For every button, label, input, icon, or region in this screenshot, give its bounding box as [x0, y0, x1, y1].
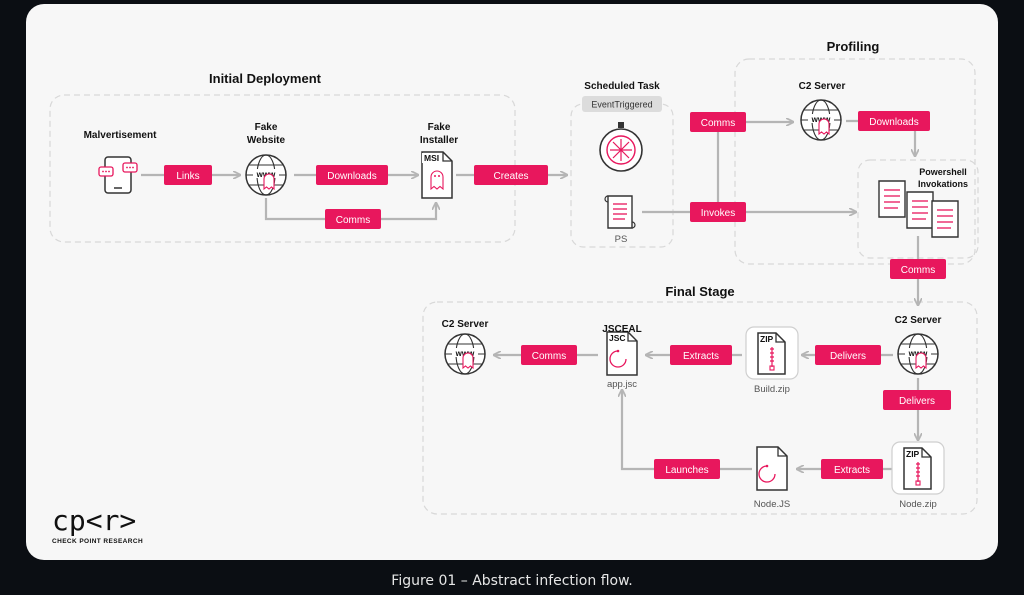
final-stage-frame [422, 301, 978, 515]
zip-file-icon: ZIP [891, 441, 945, 495]
node-label-c2-left: C2 Server [442, 319, 489, 330]
node-label-powershell-line2: Invokations [918, 179, 968, 189]
figure-card [26, 4, 998, 560]
section-title-initial: Initial Deployment [209, 71, 322, 86]
edge-label-extracts-1: Extracts [683, 351, 719, 362]
jsc-file-icon: JSC [606, 331, 638, 376]
zip-label: ZIP [760, 334, 774, 344]
node-label-powershell-line1: Powershell [919, 167, 967, 177]
msi-label: MSI [424, 153, 439, 163]
globe-www-icon: www [897, 333, 939, 375]
node-label-fake-website-line2: Website [247, 135, 286, 146]
edge-label-comms-2: Comms [701, 118, 735, 129]
node-label-scheduled-task: Scheduled Task [584, 81, 660, 92]
edge-label-comms-1: Comms [336, 215, 370, 226]
node-label-c2-final: C2 Server [895, 315, 942, 326]
edge-label-delivers-2: Delivers [899, 396, 935, 407]
node-label-c2-profiling: C2 Server [799, 81, 846, 92]
edge-label-invokes: Invokes [701, 208, 735, 219]
node-label-jsceal: JSCEAL [602, 324, 641, 335]
edge-label-downloads-1: Downloads [327, 171, 376, 182]
logo-text: cp<r> [52, 504, 136, 537]
edge-label-extracts-2: Extracts [834, 465, 870, 476]
script-scroll-icon [604, 195, 636, 229]
edge-label-links: Links [176, 171, 199, 182]
node-label-build-zip: Build.zip [754, 384, 790, 395]
phone-ad-icon [98, 156, 138, 194]
powershell-scroll-icon [906, 191, 934, 229]
event-triggered-pill [582, 96, 662, 112]
globe-www-icon: www [444, 333, 486, 375]
node-label-fake-installer-line2: Installer [420, 135, 458, 146]
figure-caption: Figure 01 – Abstract infection flow. [391, 573, 632, 589]
section-title-final: Final Stage [665, 284, 734, 299]
edge-label-comms-3: Comms [901, 265, 935, 276]
powershell-scroll-icon [878, 180, 906, 218]
profiling-frame [734, 58, 976, 265]
msi-file-icon: MSI [421, 151, 453, 199]
edge-label-creates: Creates [493, 171, 528, 182]
zip-file-icon: ZIP [745, 326, 799, 380]
node-label-ps: PS [615, 234, 628, 245]
edge-label-comms-4: Comms [532, 351, 566, 362]
edge-label-delivers-1: Delivers [830, 351, 866, 362]
globe-www-icon: www [800, 99, 842, 141]
logo-subtitle: CHECK POINT RESEARCH [52, 538, 143, 545]
timer-icon [599, 122, 643, 172]
edge-labels: Links Downloads Comms Creates Comms Invo… [164, 111, 951, 479]
check-point-research-logo: cp<r> CHECK POINT RESEARCH [52, 504, 143, 545]
nodejs-file-icon [756, 446, 788, 491]
scheduled-task-frame [570, 103, 674, 248]
node-label-fake-installer-line1: Fake [428, 122, 451, 133]
node-label-node-js: Node.JS [754, 499, 790, 510]
event-triggered-label: EventTriggered [591, 100, 652, 110]
edge-label-launches: Launches [665, 465, 708, 476]
node-label-node-zip: Node.zip [899, 499, 937, 510]
node-label-malvertisement: Malvertisement [84, 130, 157, 141]
zip-label: ZIP [906, 449, 920, 459]
node-label-app-jsc: app.jsc [607, 379, 637, 390]
globe-www-icon: www [245, 154, 287, 196]
jsc-label: JSC [609, 333, 626, 343]
edge-label-downloads-2: Downloads [869, 117, 918, 128]
node-label-fake-website-line1: Fake [255, 122, 278, 133]
powershell-scroll-icon [931, 200, 959, 238]
section-title-profiling: Profiling [827, 39, 880, 54]
